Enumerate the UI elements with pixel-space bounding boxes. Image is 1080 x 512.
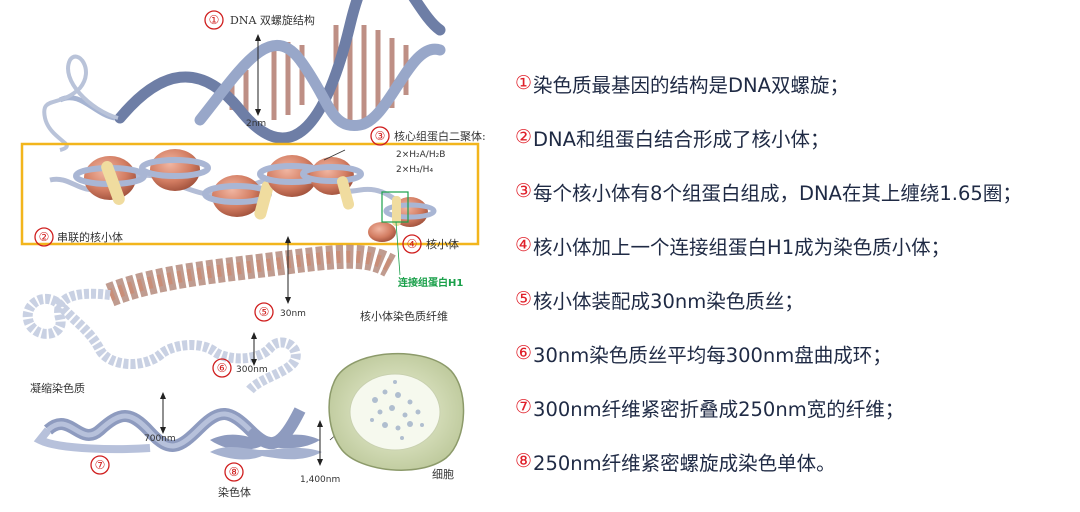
label-8-circle: [224, 462, 244, 482]
core-octamer-label: 核心组蛋白二聚体:: [394, 129, 486, 143]
nucleosome-6: [368, 196, 437, 242]
label-7-circle: [90, 455, 110, 475]
statement-7-text: 300nm纤维紧密折叠成250nm宽的纤维；: [533, 397, 905, 421]
statement-4-marker: ④: [515, 234, 533, 256]
dna-double-helix: [42, 0, 446, 152]
marker-3: ③: [375, 129, 386, 143]
chromosome-label: 染色体: [218, 485, 251, 499]
marker-8: ⑧: [229, 465, 240, 479]
label-6-circle: [212, 358, 232, 378]
chromatin-packaging-diagram: ① DNA 双螺旋结构 2nm: [20, 0, 486, 499]
marker-2: ②: [39, 230, 50, 244]
statement-2-marker: ②: [515, 126, 533, 148]
statement-4-text: 核小体加上一个连接组蛋白H1成为染色质小体；: [533, 235, 951, 259]
h2a-h2b-label: 2×H₂A/H₂B: [396, 150, 445, 160]
statement-1-marker: ①: [515, 72, 533, 94]
nucleosome-3: [202, 175, 274, 220]
statement-3-text: 每个核小体有8个组蛋白组成，DNA在其上缠绕1.65圈；: [533, 181, 1022, 205]
label-4-circle: [402, 234, 422, 254]
statement-1-text: 染色质最基因的结构是DNA双螺旋；: [533, 73, 849, 97]
statement-3-marker: ③: [515, 180, 533, 202]
30nm-label: 30nm: [280, 309, 306, 319]
dna-width-label: 2nm: [246, 119, 266, 129]
marker-4: ④: [407, 237, 418, 251]
nucleosome-1: [73, 156, 147, 205]
700nm-condensed-fiber: [33, 392, 306, 454]
statement-2-text: DNA和组蛋白结合形成了核小体；: [533, 127, 830, 151]
statement-5-text: 核小体装配成30nm染色质丝；: [533, 289, 804, 313]
label-3-circle: [370, 126, 390, 146]
marker-5: ⑤: [259, 305, 270, 319]
statement-8-marker: ⑧: [515, 450, 533, 472]
statement-6-marker: ⑥: [515, 342, 533, 364]
nucleosome-5: [300, 157, 364, 210]
chromatin-fiber-label: 核小体染色质纤维: [360, 309, 448, 323]
dna-title-label: DNA 双螺旋结构: [230, 13, 315, 27]
statement-8-text: 250nm纤维紧密螺旋成染色单体。: [533, 451, 836, 475]
linker-h1-box: [381, 191, 409, 223]
label-1-circle: [204, 10, 224, 30]
label-2-circle: [34, 227, 54, 247]
marker-7: ⑦: [95, 458, 106, 472]
h3-h4-label: 2×H₃/H₄: [396, 165, 433, 175]
30nm-chromatin-fiber: [105, 236, 396, 307]
cell: [328, 352, 465, 471]
statement-7-marker: ⑦: [515, 396, 533, 418]
chromosome-width-label: 1,400nm: [300, 475, 340, 485]
nucleosome-2: [139, 149, 211, 191]
nucleosome-label: 核小体: [426, 237, 459, 251]
beads-on-string: [49, 149, 437, 242]
marker-6: ⑥: [217, 361, 228, 375]
nucleus-chromatin: [370, 380, 424, 440]
700nm-label: 700nm: [144, 434, 176, 444]
beads-label: 串联的核小体: [57, 230, 123, 244]
statement-5-marker: ⑤: [515, 288, 533, 310]
cell-label: 细胞: [432, 468, 454, 481]
300nm-looped-domains: [22, 288, 301, 394]
statement-6-text: 30nm染色质丝平均每300nm盘曲成环；: [533, 343, 892, 367]
marker-1: ①: [209, 13, 220, 27]
label-5-circle: [254, 302, 274, 322]
condensed-chromatin-label: 凝缩染色质: [30, 381, 85, 395]
linker-h1-label: 连接组蛋白H1: [398, 276, 463, 289]
300nm-label: 300nm: [236, 365, 268, 375]
nucleosome-highlight-box: [20, 142, 480, 246]
